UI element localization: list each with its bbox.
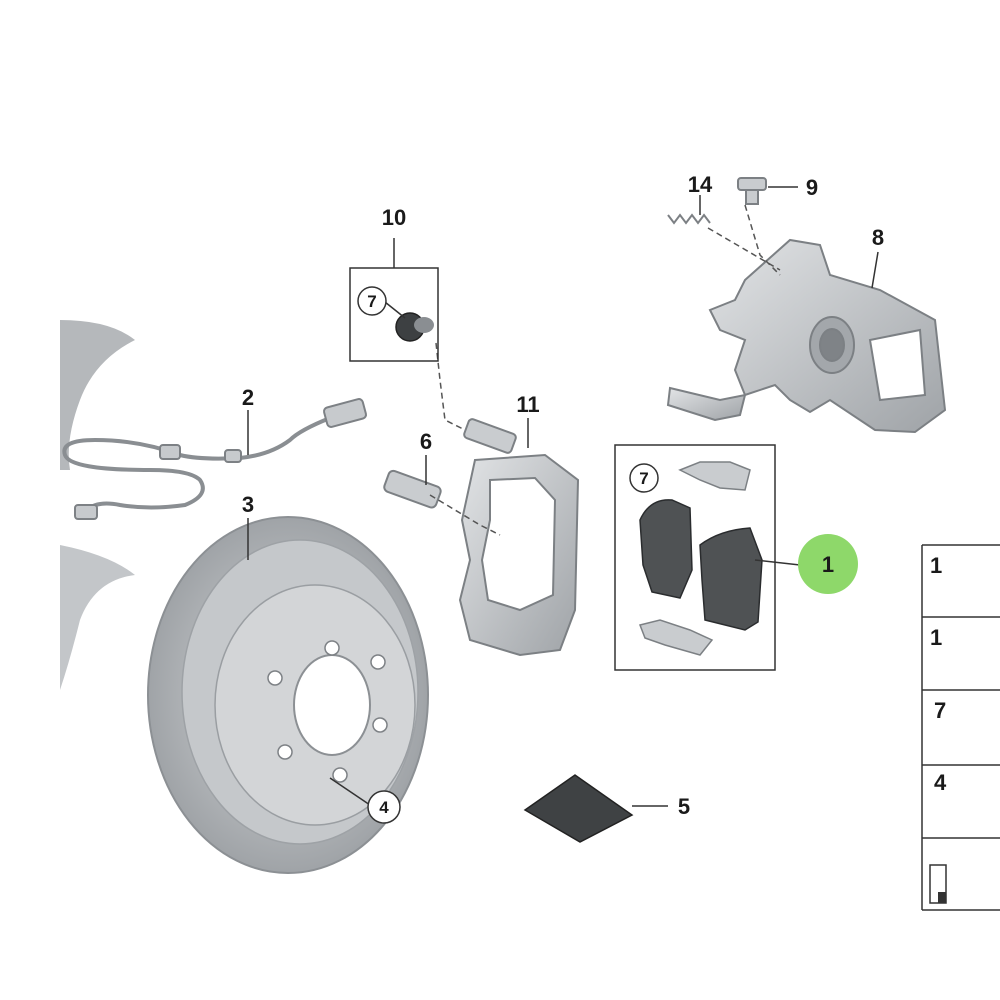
callout-7-box1: 7 bbox=[629, 463, 659, 493]
callout-9: 9 bbox=[806, 175, 818, 200]
callout-1: 1 bbox=[822, 552, 834, 577]
spring-part bbox=[667, 213, 711, 225]
callout-10: 10 bbox=[382, 205, 406, 230]
group-box-10 bbox=[349, 238, 439, 362]
dust-shield-part bbox=[60, 320, 135, 690]
callout-2: 2 bbox=[242, 385, 254, 410]
pad-clips-part bbox=[638, 461, 751, 656]
caliper-carrier-part bbox=[458, 453, 580, 657]
callout-7-box1-label: 7 bbox=[639, 469, 648, 488]
guide-pin-part bbox=[383, 469, 442, 509]
screw-part bbox=[737, 177, 767, 205]
callout-1-highlight[interactable]: 1 bbox=[798, 534, 858, 594]
side-table-row-1: 1 bbox=[930, 553, 942, 578]
callout-14: 14 bbox=[688, 172, 713, 197]
callout-8: 8 bbox=[872, 225, 884, 250]
wear-sensor-part bbox=[62, 398, 368, 520]
callout-5: 5 bbox=[678, 794, 690, 819]
brake-disc-part bbox=[147, 516, 429, 874]
assembly-lines bbox=[429, 204, 781, 536]
callout-11: 11 bbox=[516, 392, 539, 417]
brake-caliper-part bbox=[666, 238, 947, 434]
side-table-row-2: 1 bbox=[930, 625, 942, 650]
side-table-row-3: 7 bbox=[934, 698, 946, 723]
callout-4: 4 bbox=[367, 790, 401, 824]
callout-7-box10: 7 bbox=[357, 286, 387, 316]
side-table-row-4: 4 bbox=[934, 770, 947, 795]
side-table-icon bbox=[929, 864, 947, 904]
side-parts-table bbox=[921, 544, 1000, 911]
pad-5-part bbox=[523, 774, 668, 843]
callout-3: 3 bbox=[242, 492, 254, 517]
cap-part bbox=[395, 312, 434, 342]
callout-7-box10-label: 7 bbox=[367, 292, 376, 311]
callout-4-label: 4 bbox=[379, 798, 389, 817]
callout-6: 6 bbox=[420, 429, 432, 454]
brake-pad-part bbox=[639, 499, 763, 631]
callout-leaders bbox=[247, 186, 879, 806]
bolt-part bbox=[463, 418, 517, 454]
group-box-1 bbox=[614, 444, 776, 671]
